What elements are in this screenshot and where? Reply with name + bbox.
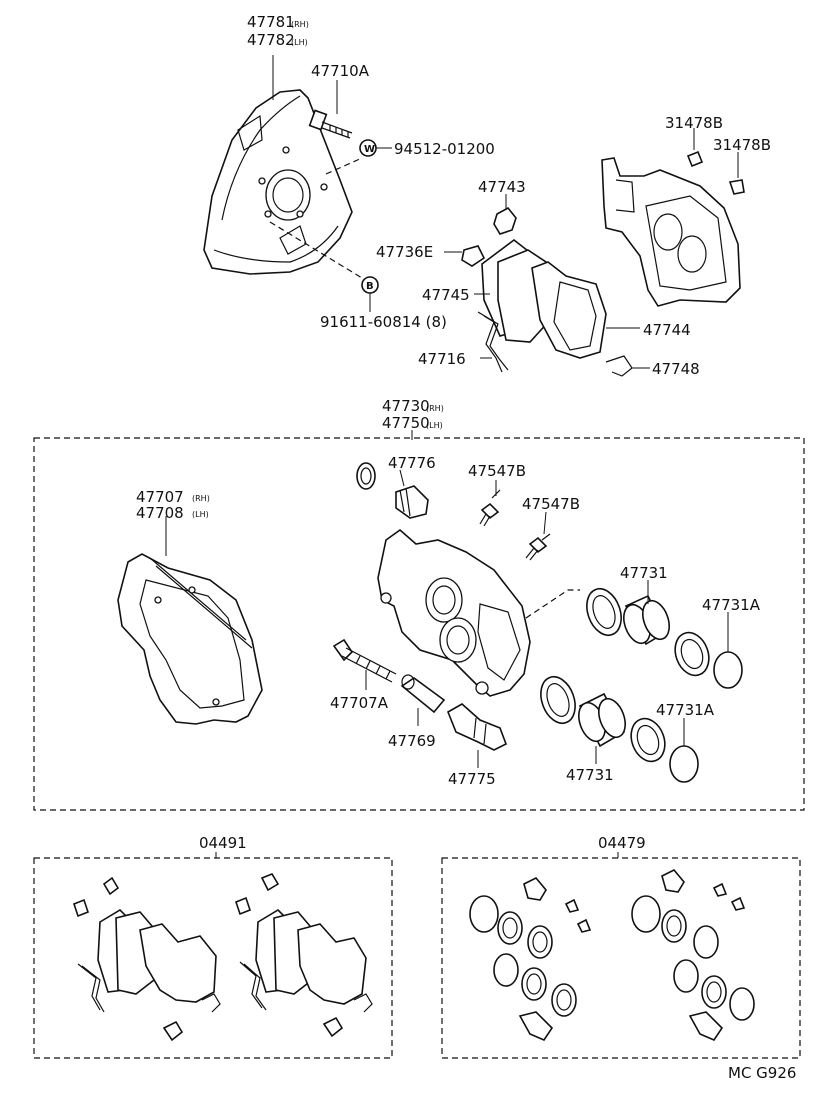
label-boot-top: 47776: [388, 454, 436, 472]
bleeder-b: [525, 533, 551, 561]
label-piston-b: 47731: [566, 766, 614, 784]
boot-47776-ring: [356, 462, 376, 490]
label-clip-top: 47743: [478, 178, 526, 196]
slide-bolt: [332, 638, 397, 683]
pad-kit-left: [73, 876, 221, 1042]
label-shield-rh-suffix: (RH): [291, 20, 309, 29]
label-assy-lh: 47750: [382, 414, 430, 432]
label-clip-left: 47736E: [376, 243, 433, 261]
pad-clip-47736e: [461, 245, 486, 267]
cap-31478b-b: [728, 179, 745, 195]
label-assy-rh: 47730: [382, 397, 430, 415]
label-spring: 47716: [418, 350, 466, 368]
caliper-support: [117, 553, 263, 725]
label-cap-b: 31478B: [713, 136, 771, 154]
seal-kit-left: [469, 877, 592, 1041]
piston-lower: [578, 692, 626, 748]
dust-shield: [203, 89, 353, 275]
label-bleeder-b: 47547B: [522, 495, 580, 513]
boot-47775: [446, 703, 508, 751]
dust-boot-upper: [586, 587, 622, 637]
label-seal-kit: 04479: [598, 834, 646, 852]
bolt-marker: B: [366, 281, 374, 292]
label-seal-a: 47731A: [702, 596, 761, 614]
label-support-rh-suffix: (RH): [192, 494, 210, 503]
caliper-body-top: [601, 157, 741, 307]
pad-kit-right: [235, 873, 373, 1038]
label-bolt-b: 91611-60814 (8): [320, 313, 447, 331]
seal-kit-frame: [441, 857, 801, 1059]
piston-seal-lower: [669, 745, 699, 783]
washer-marker: W: [364, 144, 375, 155]
label-pad-kit: 04491: [199, 834, 247, 852]
pad-clip-47748: [605, 355, 633, 377]
pad-outer: [531, 261, 607, 359]
label-bleeder-a: 47547B: [468, 462, 526, 480]
diagram-id: MC G926: [728, 1064, 796, 1082]
piston-upper: [623, 594, 670, 646]
label-shield-lh: 47782: [247, 31, 295, 49]
label-bushing: 47769: [388, 732, 436, 750]
label-boot-bottom: 47775: [448, 770, 496, 788]
label-pad-inner: 47745: [422, 286, 470, 304]
cap-31478b-a: [686, 150, 704, 168]
seal-kit-right: [631, 869, 755, 1041]
label-bolt-47710a: 47710A: [311, 62, 370, 80]
bushing: [400, 674, 446, 714]
caliper-assembly-frame: [33, 437, 805, 811]
label-support-rh: 47707: [136, 488, 184, 506]
seal-ring-upper: [674, 631, 710, 677]
boot-47776: [395, 485, 429, 519]
label-piston-a: 47731: [620, 564, 668, 582]
label-pad-outer: 47744: [643, 321, 691, 339]
label-shield-lh-suffix: (LH): [291, 38, 308, 47]
pad-kit-frame: [33, 857, 393, 1059]
label-cap-a: 31478B: [665, 114, 723, 132]
label-support-lh: 47708: [136, 504, 184, 522]
seal-ring-lower: [630, 717, 666, 763]
dust-boot-lower: [540, 675, 576, 725]
caliper-body: [377, 528, 531, 697]
pad-clip-47743: [493, 206, 517, 235]
label-shield-rh: 47781: [247, 13, 295, 31]
label-seal-b: 47731A: [656, 701, 715, 719]
label-clip-right: 47748: [652, 360, 700, 378]
label-slide-bolt: 47707A: [330, 694, 389, 712]
label-support-lh-suffix: (LH): [192, 510, 209, 519]
piston-seal-upper: [713, 651, 743, 689]
label-assy-lh-suffix: (LH): [426, 421, 443, 430]
anti-rattle-spring: [477, 311, 509, 373]
bolt-47710a: [308, 109, 353, 139]
label-washer: 94512-01200: [394, 140, 495, 158]
label-assy-rh-suffix: (RH): [426, 404, 444, 413]
bleeder-a: [479, 489, 501, 527]
